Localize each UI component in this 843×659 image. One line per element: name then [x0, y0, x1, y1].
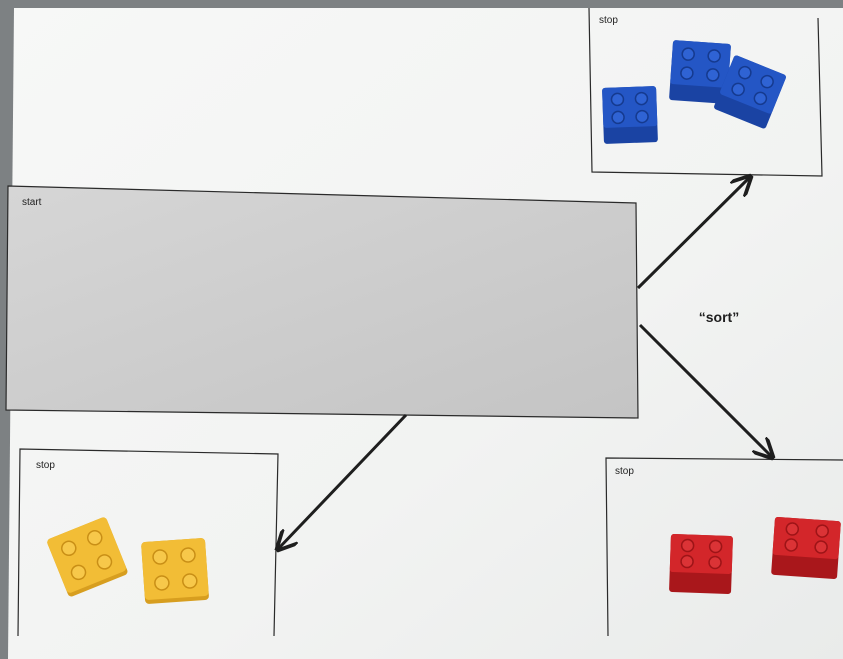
arrow-to-blue	[636, 178, 749, 290]
arrow-to-red	[638, 323, 771, 456]
blue-brick	[669, 40, 731, 104]
red-brick	[771, 516, 841, 580]
arrow-to-yellow	[279, 413, 408, 548]
blue-brick	[602, 86, 658, 144]
start-label: start	[22, 197, 42, 208]
start-box-fill	[5, 185, 639, 419]
stop-label-yellow: stop	[36, 460, 55, 471]
stop-box-blue-frame	[588, 7, 823, 177]
blue-brick	[714, 55, 786, 129]
start-box: start	[5, 185, 639, 419]
stop-box-blue: stop	[588, 7, 823, 177]
yellow-brick	[141, 538, 209, 604]
yellow-brick	[47, 517, 128, 597]
sort-caption: “sort”	[699, 309, 739, 325]
red-brick	[669, 534, 733, 594]
stop-label-red: stop	[615, 466, 634, 477]
stop-label-blue: stop	[599, 15, 618, 26]
